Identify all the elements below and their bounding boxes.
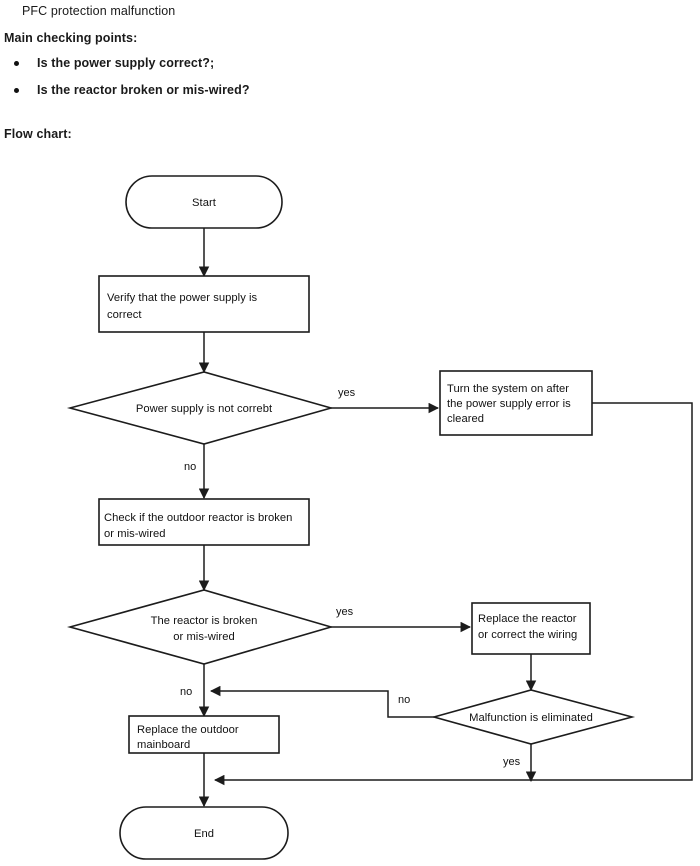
edge-label-power-yes: yes [338, 387, 356, 399]
edge-label-power-no: no [184, 461, 196, 473]
node-turn-system-on[interactable]: Turn the system on after the power suppl… [439, 370, 593, 436]
edge-label-reactor-yes: yes [336, 606, 354, 618]
node-verify-power-supply[interactable]: Verify that the power supply is correct [98, 275, 310, 333]
flow-chart-label: Flow chart: [4, 127, 72, 141]
node-decision-malfunction[interactable]: Malfunction is eliminated [431, 689, 636, 745]
edge-label-malfunction-no: no [398, 694, 410, 706]
malfunction-decision-label: Malfunction is eliminated [469, 712, 593, 724]
checking-points-list: Is the power supply correct?; Is the rea… [4, 55, 250, 109]
replace-mainboard-label-line1: Replace the outdoor [137, 724, 239, 736]
bullet-icon [14, 88, 19, 93]
node-decision-reactor[interactable]: The reactor is broken or mis-wired [66, 589, 334, 665]
turnon-label-line2: the power supply error is [447, 398, 571, 410]
page-title: PFC protection malfunction [22, 4, 176, 18]
edge-label-malfunction-yes: yes [503, 756, 521, 768]
malfunction-decision-shape [431, 689, 636, 745]
reactor-decision-label-line2: or mis-wired [173, 631, 235, 643]
replace-mainboard-label-line2: mainboard [137, 739, 190, 751]
verify-label-line2: correct [107, 309, 142, 321]
verify-label-line1: Verify that the power supply is [107, 292, 258, 304]
power-decision-label: Power supply is not correbt [136, 403, 273, 415]
end-terminator-shape [119, 806, 289, 860]
turnon-label-line1: Turn the system on after [447, 383, 569, 395]
node-replace-mainboard[interactable]: Replace the outdoor mainboard [128, 715, 280, 754]
list-item-label: Is the reactor broken or mis-wired? [37, 83, 250, 97]
reactor-decision-label-line1: The reactor is broken [151, 615, 258, 627]
replace-reactor-label-line1: Replace the reactor [478, 613, 577, 625]
list-item: Is the power supply correct?; [4, 55, 250, 82]
replace-mainboard-shape [128, 715, 280, 754]
replace-reactor-label-line2: or correct the wiring [478, 629, 577, 641]
replace-reactor-shape [471, 602, 591, 655]
connector-turnon-to-end [213, 402, 693, 786]
reactor-decision-shape [66, 589, 334, 665]
edge-label-reactor-no: no [180, 686, 192, 698]
list-item: Is the reactor broken or mis-wired? [4, 82, 250, 109]
bullet-icon [14, 61, 19, 66]
node-replace-reactor[interactable]: Replace the reactor or correct the wirin… [471, 602, 591, 655]
turnon-label-line3: cleared [447, 413, 484, 425]
checking-points-label: Main checking points: [4, 31, 138, 45]
start-terminator-shape [125, 175, 283, 229]
check-label-line1: Check if the outdoor reactor is broken [104, 512, 292, 524]
node-check-reactor[interactable]: Check if the outdoor reactor is broken o… [98, 498, 310, 546]
connector-layer [198, 228, 693, 808]
check-process-shape [98, 498, 310, 546]
verify-process-shape [98, 275, 310, 333]
node-decision-power-supply[interactable]: Power supply is not correbt [66, 371, 334, 445]
power-decision-shape [66, 371, 334, 445]
start-label: Start [192, 197, 217, 209]
end-label: End [194, 828, 214, 840]
turnon-process-shape [439, 370, 593, 436]
check-label-line2: or mis-wired [104, 528, 166, 540]
node-end[interactable]: End [119, 806, 289, 860]
connector-malfunction-no-loop [209, 685, 434, 718]
node-start[interactable]: Start [125, 175, 283, 229]
list-item-label: Is the power supply correct?; [37, 56, 215, 70]
